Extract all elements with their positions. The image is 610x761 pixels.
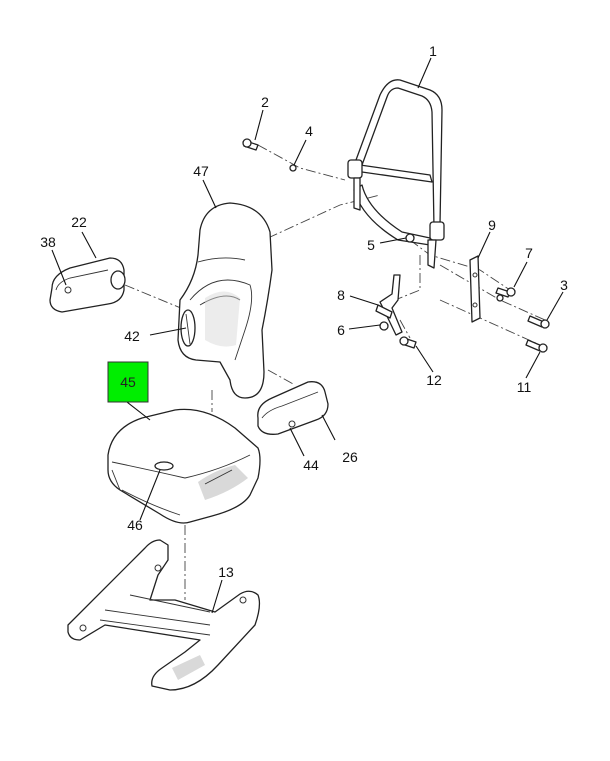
callout-11: 11 (517, 379, 532, 395)
part-left-armrest (49, 257, 126, 313)
part-recline-knob (180, 309, 196, 347)
callout-1: 1 (429, 43, 437, 59)
callout-5: 5 (367, 237, 375, 253)
part-lever-bracket (375, 274, 403, 336)
callout-38: 38 (40, 234, 56, 250)
callout-22: 22 (71, 214, 87, 230)
highlight-box-45 (107, 361, 149, 403)
callout-13: 13 (218, 564, 234, 580)
part-right-armrest (257, 381, 329, 435)
part-nut-5 (405, 233, 415, 243)
callout-12: 12 (426, 372, 442, 388)
part-seat-base (67, 539, 261, 691)
part-seat-back (177, 202, 273, 399)
part-bolt-12 (399, 336, 417, 349)
part-bolt-7 (495, 287, 516, 302)
callout-44: 44 (303, 457, 319, 473)
part-screw-2 (242, 138, 259, 151)
leader-lines (51, 57, 564, 614)
callout-45: 45 (120, 374, 136, 390)
part-nut-6 (379, 321, 389, 331)
callout-labels: 1 2 3 4 5 6 7 8 9 11 12 13 22 26 38 42 4… (40, 43, 568, 580)
callout-9: 9 (488, 217, 496, 233)
callout-3: 3 (560, 277, 568, 293)
callout-2: 2 (261, 94, 269, 110)
callout-8: 8 (337, 287, 345, 303)
callout-6: 6 (337, 322, 345, 338)
part-frame-bracket (347, 79, 445, 269)
part-seat-cushion (107, 408, 261, 524)
callout-42: 42 (124, 328, 140, 344)
callout-4: 4 (305, 123, 313, 139)
part-bolt-3 (527, 315, 550, 329)
callout-26: 26 (342, 449, 358, 465)
part-bolt-11 (525, 339, 548, 353)
callout-47: 47 (193, 163, 209, 179)
part-washer-4 (289, 164, 297, 172)
part-mounting-plate (469, 255, 481, 323)
callout-46: 46 (127, 517, 143, 533)
assembly-centerlines (124, 144, 546, 600)
callout-7: 7 (525, 245, 533, 261)
